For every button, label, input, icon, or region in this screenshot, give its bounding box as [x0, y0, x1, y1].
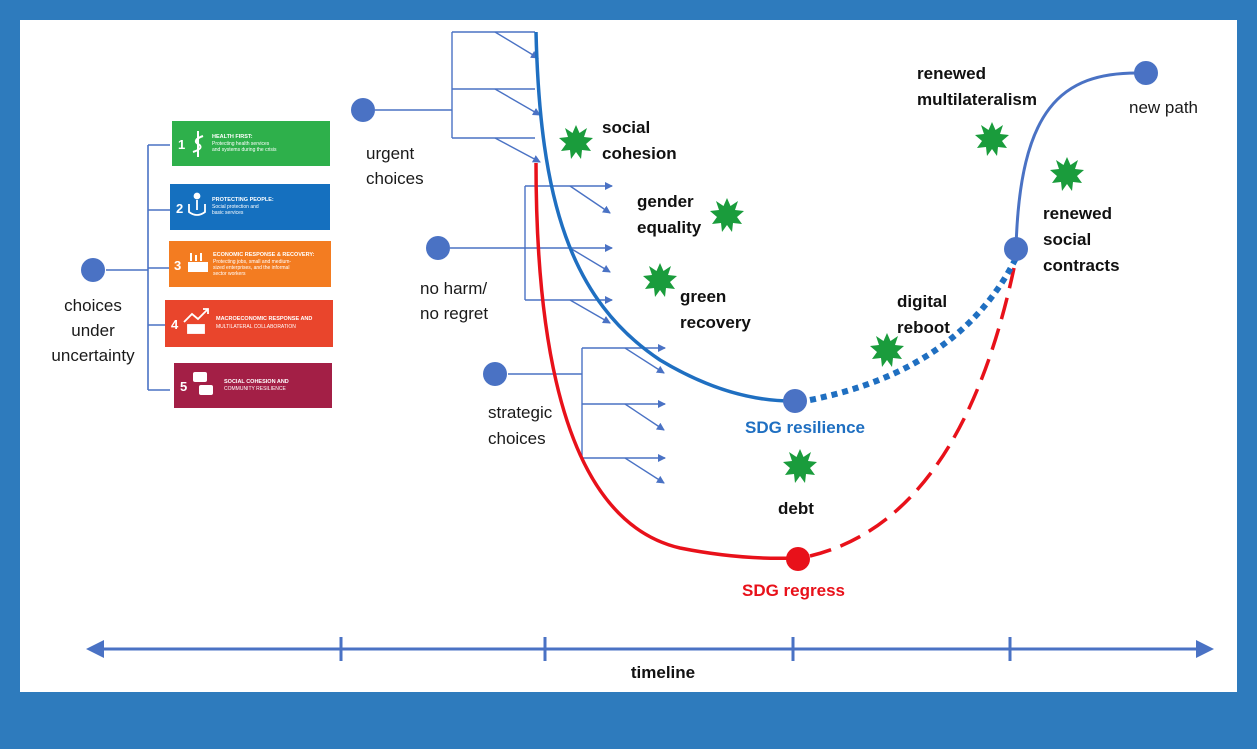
renewed-multilateralism-label-line2: multilateralism: [917, 90, 1037, 109]
card-title: MACROECONOMIC RESPONSE AND: [216, 316, 312, 322]
gender-equality-burst-icon: [710, 198, 744, 232]
response-card-2: 2 PROTECTING PEOPLE: Social protection a…: [170, 184, 330, 230]
choices-bracket: [106, 144, 170, 391]
new-path-node: [1134, 61, 1158, 85]
renewed-social-contracts-label-line2: social: [1043, 230, 1091, 249]
renewal-node: [1004, 237, 1028, 261]
card-sub-line3: sector workers: [213, 271, 246, 277]
response-card-4: 4 MACROECONOMIC RESPONSE AND MULTILATERA…: [165, 300, 333, 347]
digital-reboot-burst-icon: [870, 333, 904, 367]
multilateralism-burst-icon: [975, 122, 1009, 156]
gender-equality-label-line2: equality: [637, 218, 702, 237]
sdg-resilience-label: SDG resilience: [745, 418, 865, 437]
strategic-choices-label-line2: choices: [488, 429, 546, 448]
no-harm-label-line2: no regret: [420, 304, 488, 323]
card-sub-line2: and systems during the crisis: [212, 147, 277, 153]
green-recovery-label-line2: recovery: [680, 313, 751, 332]
new-path-label: new path: [1129, 98, 1198, 117]
response-card-3: 3 ECONOMIC RESPONSE & RECOVERY: Protecti…: [169, 241, 331, 287]
social-cohesion-burst-icon: [559, 125, 593, 159]
no-harm-branch: [450, 182, 613, 324]
sdg-regress-node: [786, 547, 810, 571]
green-recovery-label-line1: green: [680, 287, 726, 306]
sdg-regress-curve: [534, 162, 796, 561]
no-harm-node: [426, 236, 450, 260]
card-sub-line1: MULTILATERAL COLLABORATION: [216, 324, 296, 330]
card-sub-line1: COMMUNITY RESILIENCE: [224, 386, 287, 392]
strategic-choices-label-line1: strategic: [488, 403, 553, 422]
sdg-regress-label: SDG regress: [742, 581, 845, 600]
sdg-resilience-curve: [534, 31, 796, 403]
strategic-choices-node: [483, 362, 507, 386]
card-sub-line1: Social protection and: [212, 204, 259, 210]
urgent-choices-label-line1: urgent: [366, 144, 414, 163]
digital-reboot-label-line1: digital: [897, 292, 947, 311]
digital-reboot-label-line2: reboot: [897, 318, 950, 337]
card-number: 3: [174, 258, 181, 273]
sdg-resilience-node: [783, 389, 807, 413]
renewed-social-contracts-label-line1: renewed: [1043, 204, 1112, 223]
regress-recovery-dashed: [809, 267, 1016, 558]
choices-node: [81, 258, 105, 282]
green-recovery-burst-icon: [643, 263, 677, 297]
urgent-choices-node: [351, 98, 375, 122]
card-number: 4: [171, 317, 179, 332]
card-sub-line1: Protecting health services: [212, 141, 270, 147]
card-sub-line2: sized enterprises, and the informal: [213, 265, 289, 271]
renewed-social-contracts-label-line3: contracts: [1043, 256, 1120, 275]
chart-rising-icon: [183, 308, 209, 334]
card-sub-line1: Protecting jobs, small and medium-: [213, 259, 291, 265]
card-title: ECONOMIC RESPONSE & RECOVERY:: [213, 252, 315, 258]
gender-equality-label-line1: gender: [637, 192, 694, 211]
urgent-choices-branch: [375, 31, 541, 163]
debt-burst-icon: [783, 449, 817, 483]
health-icon: [192, 131, 204, 157]
response-card-5: 5 SOCIAL COHESION AND COMMUNITY RESILIEN…: [174, 363, 332, 408]
card-number: 2: [176, 201, 183, 216]
card-number: 5: [180, 379, 187, 394]
diagram-panel: choices under uncertainty 1 HEALTH FIRST…: [20, 20, 1237, 692]
renewed-multilateralism-label-line1: renewed: [917, 64, 986, 83]
resilience-recovery-dotted: [809, 256, 1019, 403]
speech-bubbles-icon: [193, 372, 213, 395]
timeline-axis: [86, 637, 1214, 661]
card-sub-line2: basic services: [212, 210, 244, 216]
strategic-choices-branch: [508, 344, 666, 484]
debt-label: debt: [778, 499, 814, 518]
card-title: HEALTH FIRST:: [212, 134, 253, 140]
person-hands-icon: [188, 192, 206, 216]
social-cohesion-label-line2: cohesion: [602, 144, 677, 163]
card-title: PROTECTING PEOPLE:: [212, 197, 274, 203]
no-harm-label-line1: no harm/: [420, 279, 487, 298]
new-path-curve: [1014, 71, 1141, 249]
response-card-1: 1 HEALTH FIRST: Protecting health servic…: [172, 121, 330, 166]
choices-label-line1: choices: [64, 296, 122, 315]
factory-icon: [188, 253, 208, 272]
social-contracts-burst-icon: [1050, 157, 1084, 191]
choices-label-line2: under: [71, 321, 115, 340]
sdg-pathways-diagram: choices under uncertainty 1 HEALTH FIRST…: [51, 31, 1214, 682]
urgent-choices-label-line2: choices: [366, 169, 424, 188]
card-title: SOCIAL COHESION AND: [224, 379, 289, 385]
timeline-label: timeline: [631, 663, 695, 682]
card-number: 1: [178, 137, 185, 152]
choices-label-line3: uncertainty: [51, 346, 135, 365]
social-cohesion-label-line1: social: [602, 118, 650, 137]
